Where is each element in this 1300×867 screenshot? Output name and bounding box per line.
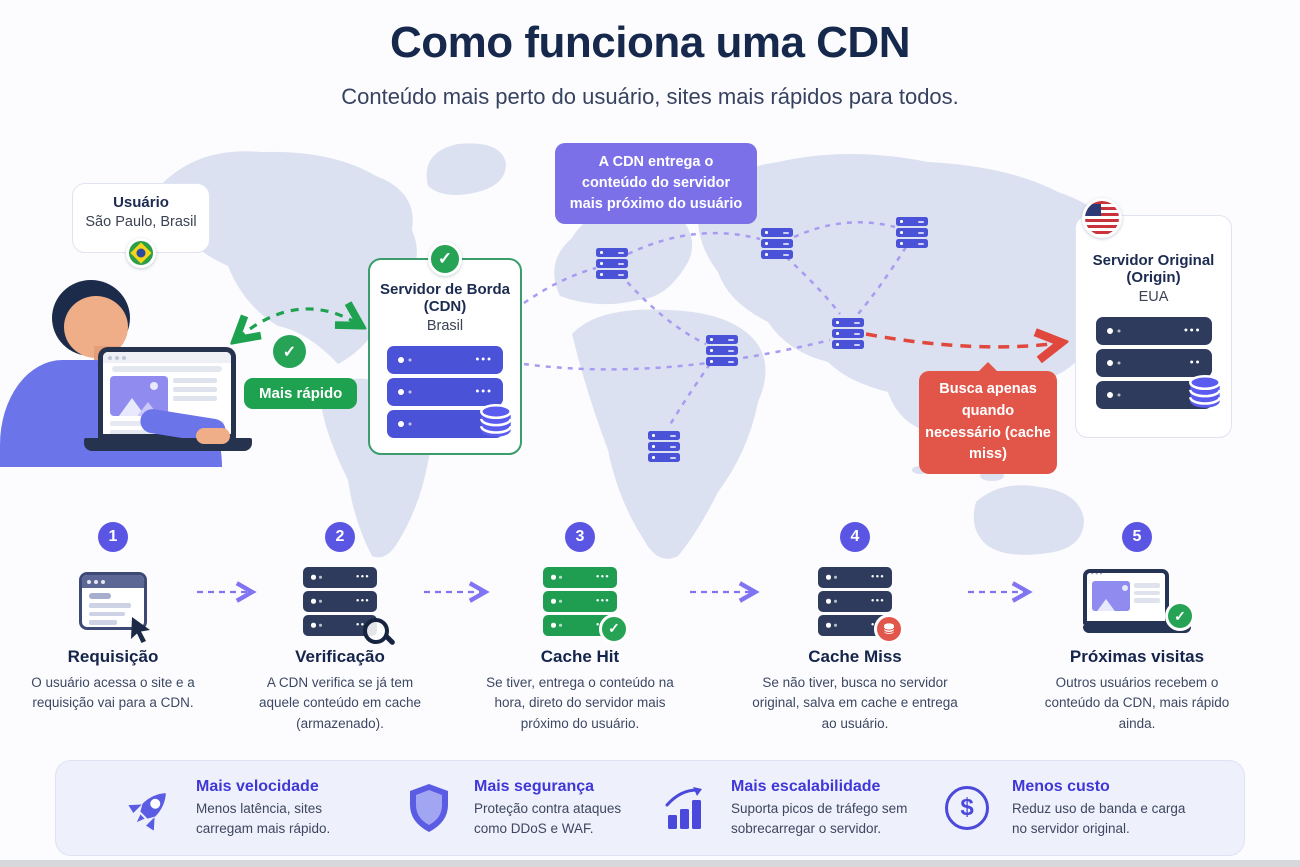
benefit-seguranca: Mais segurança Proteção contra ataques c… bbox=[404, 761, 652, 855]
origin-server-card: Servidor Original (Origin) EUA ••• •• bbox=[1075, 198, 1232, 438]
image-placeholder-icon bbox=[1092, 581, 1130, 611]
check-icon: ✓ bbox=[273, 335, 306, 368]
server-hit-icon: ✓ bbox=[543, 566, 629, 644]
step-5-proximas-visitas: 5 ✓ Próximas visitas Outros usuários rec… bbox=[1025, 522, 1249, 734]
server-search-icon bbox=[303, 566, 389, 644]
benefit-description: Reduz uso de banda e carga no servidor o… bbox=[1012, 800, 1186, 836]
benefit-title: Mais velocidade bbox=[196, 777, 319, 795]
step-description: Outros usuários recebem o conteúdo da CD… bbox=[1044, 675, 1230, 731]
cursor-icon bbox=[131, 617, 150, 643]
dollar-icon: $ bbox=[942, 786, 992, 830]
edge-card-subtitle: (CDN) bbox=[423, 298, 467, 315]
magnifier-icon bbox=[363, 617, 389, 644]
benefit-title: Mais segurança bbox=[474, 777, 595, 795]
step-title: Requisição bbox=[67, 647, 159, 666]
benefit-custo: $ Menos custo Reduz uso de banda e carga… bbox=[942, 761, 1190, 855]
step-description: A CDN verifica se já tem aquele conteúdo… bbox=[258, 675, 422, 731]
check-icon: ✓ bbox=[599, 613, 629, 644]
step-description: Se não tiver, busca no servidor original… bbox=[752, 675, 958, 731]
origin-card-subtitle: (Origin) bbox=[1126, 269, 1181, 286]
person-hand bbox=[196, 428, 230, 444]
fast-badge: Mais rápido bbox=[244, 378, 358, 409]
usa-flag-icon bbox=[1082, 198, 1122, 238]
page-title: Como funciona uma CDN bbox=[390, 18, 910, 67]
user-card-title: Usuário bbox=[113, 194, 169, 211]
step-description: Se tiver, entrega o conteúdo na hora, di… bbox=[486, 675, 674, 731]
cdn-node-middle-east bbox=[706, 335, 738, 366]
laptop-icon: ✓ bbox=[1083, 569, 1195, 633]
benefit-title: Mais escalabilidade bbox=[731, 777, 881, 795]
cache-miss-tooltip: Busca apenas quando necessário (cache mi… bbox=[919, 371, 1057, 474]
benefit-description: Proteção contra ataques como DDoS e WAF. bbox=[474, 800, 622, 836]
database-icon bbox=[1184, 372, 1226, 419]
step-number-badge: 1 bbox=[98, 522, 128, 552]
check-icon: ✓ bbox=[428, 242, 462, 276]
step-4-cache-miss: 4 Cache Miss Se não tiver, busca no serv… bbox=[743, 522, 967, 734]
rocket-icon bbox=[126, 784, 176, 832]
cdn-node-central-asia bbox=[832, 318, 864, 349]
cdn-node-africa bbox=[648, 431, 680, 462]
cdn-node-east-asia bbox=[896, 217, 928, 248]
step-3-cache-hit: 3 ✓ Cache Hit Se tiver, entrega o conteú… bbox=[468, 522, 692, 734]
brazil-flag-icon bbox=[126, 238, 156, 268]
benefit-velocidade: Mais velocidade Menos latência, sites ca… bbox=[126, 761, 364, 855]
step-number-badge: 2 bbox=[325, 522, 355, 552]
database-icon bbox=[475, 401, 517, 448]
step-description: O usuário acessa o site e a requisição v… bbox=[31, 675, 195, 711]
step-1-requisicao: 1 Requisição O usuário acessa o site e a… bbox=[1, 522, 225, 714]
step-number-badge: 5 bbox=[1122, 522, 1152, 552]
origin-fetch-arrow bbox=[865, 334, 1058, 347]
server-miss-icon bbox=[818, 566, 904, 644]
benefit-description: Suporta picos de tráfego sem sobrecarreg… bbox=[731, 800, 908, 836]
edge-server-icon: ••• ••• bbox=[387, 346, 512, 438]
origin-card-title: Servidor Original bbox=[1092, 252, 1215, 269]
user-card: Usuário São Paulo, Brasil bbox=[72, 183, 210, 268]
check-icon: ✓ bbox=[1165, 601, 1195, 631]
benefit-title: Menos custo bbox=[1012, 777, 1110, 795]
edge-card-title: Servidor de Borda bbox=[379, 281, 511, 298]
page-subtitle: Conteúdo mais perto do usuário, sites ma… bbox=[341, 84, 959, 109]
step-number-badge: 4 bbox=[840, 522, 870, 552]
cdn-node-north bbox=[761, 228, 793, 259]
step-title: Cache Hit bbox=[540, 647, 620, 666]
cdn-node-europe bbox=[596, 248, 628, 279]
database-badge-icon bbox=[874, 613, 904, 644]
step-title: Cache Miss bbox=[808, 647, 902, 666]
edge-card-location: Brasil bbox=[426, 318, 464, 334]
origin-server-icon: ••• •• bbox=[1095, 317, 1221, 409]
shield-icon bbox=[404, 783, 454, 833]
fast-delivery-arrow bbox=[238, 309, 358, 338]
edge-server-card: ✓ Servidor de Borda (CDN) Brasil ••• ••• bbox=[368, 242, 522, 455]
step-title: Verificação bbox=[295, 647, 385, 666]
step-number-badge: 3 bbox=[565, 522, 595, 552]
benefit-description: Menos latência, sites carregam mais rápi… bbox=[196, 800, 331, 836]
growth-chart-icon bbox=[661, 785, 711, 831]
origin-card-location: EUA bbox=[1138, 289, 1169, 305]
page-bottom-edge bbox=[0, 860, 1300, 867]
user-card-location: São Paulo, Brasil bbox=[85, 214, 197, 230]
step-title: Próximas visitas bbox=[1069, 647, 1205, 666]
benefit-escalabilidade: Mais escalabilidade Suporta picos de trá… bbox=[661, 761, 927, 855]
cdn-delivery-tooltip: A CDN entrega o conteúdo do servidor mai… bbox=[555, 143, 757, 225]
benefits-bar: Mais velocidade Menos latência, sites ca… bbox=[55, 760, 1245, 856]
step-2-verificacao: 2 Verificação A CDN verifica se já tem a… bbox=[228, 522, 452, 734]
